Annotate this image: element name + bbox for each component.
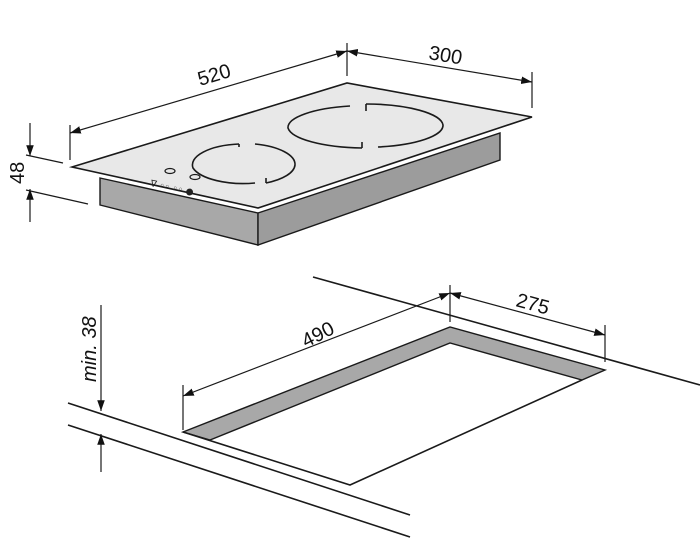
hob-depth-label: 300 [427,42,464,69]
cutout-edge [180,326,608,441]
cutout-width-label: 490 [298,318,338,353]
worktop-drawing [67,276,700,538]
hob-drawing: ᐁ ◦◦ ◦◦ ● [68,82,533,246]
small-burner-zone [191,143,296,185]
cutout-outline [182,379,583,486]
hob-depth-dimension: 300 [346,42,533,108]
hob-height-dimension: 48 [7,123,89,222]
hob-height-label: 48 [7,162,29,184]
hob-body-side [257,132,501,246]
worktop-thickness-label: min. 38 [79,316,101,382]
worktop-thickness-dimension: min. 38 [79,305,105,472]
cutout-depth-label: 275 [514,290,552,320]
